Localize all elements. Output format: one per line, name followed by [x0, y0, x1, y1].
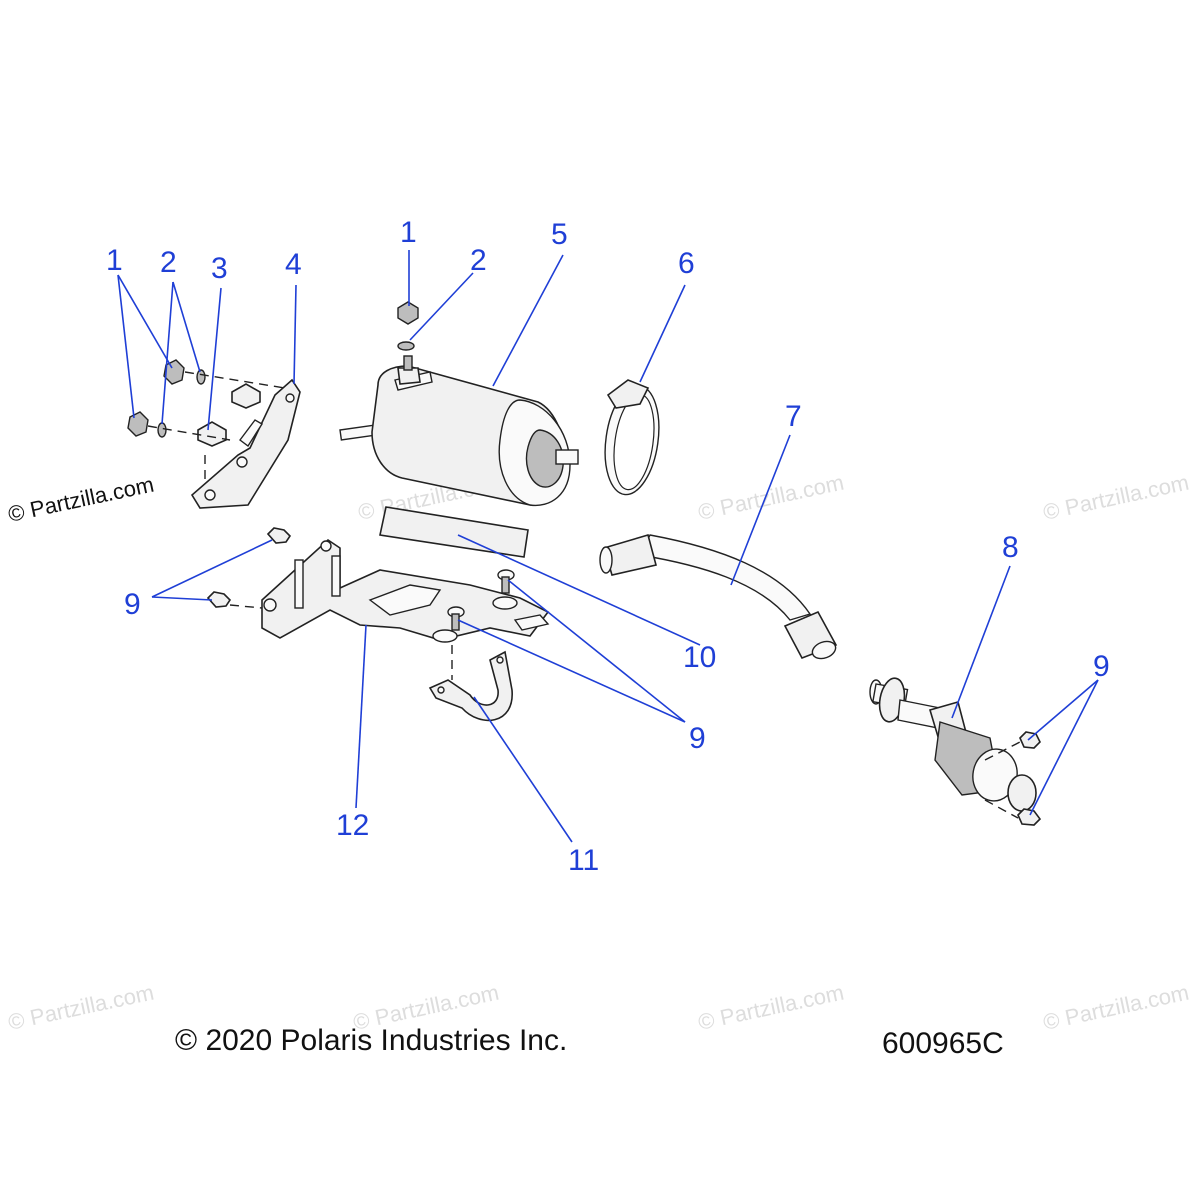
leader-lines: [117, 250, 1099, 843]
main-bracket-12: [261, 538, 550, 643]
hose-clamp-6: [604, 379, 660, 496]
bolt-9-drive-a: [1019, 731, 1041, 749]
callout-2: 2: [470, 244, 487, 277]
watermark: © Partzilla.com: [696, 980, 846, 1035]
callout-1: 1: [400, 216, 417, 249]
strap-11: [428, 650, 513, 722]
washer-2-lower: [157, 422, 167, 438]
callout-10: 10: [683, 641, 716, 674]
partzilla-watermark: © Partzilla.com: [6, 472, 156, 527]
washer-2-upper: [196, 369, 206, 385]
callout-3: 3: [211, 252, 228, 285]
callout-9: 9: [1093, 650, 1110, 683]
bolt-9-lower-left: [206, 591, 232, 608]
callout-9: 9: [124, 588, 141, 621]
flange-nut-3: [197, 383, 261, 447]
diagram-id: 600965C: [882, 1027, 1004, 1060]
watermark: © Partzilla.com: [6, 980, 156, 1035]
mount-bracket-4: [190, 378, 301, 509]
nut-1-top: [397, 301, 419, 325]
callout-1: 1: [106, 244, 123, 277]
nut-1-lower-left: [127, 411, 149, 437]
callout-7: 7: [785, 400, 802, 433]
callout-9: 9: [689, 722, 706, 755]
callout-2: 2: [160, 246, 177, 279]
watermark: © Partzilla.com: [1041, 980, 1191, 1035]
callout-8: 8: [1002, 531, 1019, 564]
copyright-text: © 2020 Polaris Industries Inc.: [175, 1024, 567, 1057]
bolt-9-upper-left: [266, 527, 292, 544]
callout-4: 4: [285, 248, 302, 281]
nut-1-upper-left: [163, 359, 185, 385]
pad-10: [379, 506, 529, 558]
washer-2-top: [397, 341, 415, 351]
callout-12: 12: [336, 809, 369, 842]
bolt-9-drive-b: [1017, 808, 1042, 826]
sleeve-7: [599, 533, 838, 660]
starter-motor-5: [339, 355, 579, 507]
callout-11: 11: [568, 844, 599, 877]
callout-labels: 1 2 3 4 1 2 5 6 7 8 9 10 9 9 12 11: [106, 216, 1110, 877]
starter-drive-8: [869, 677, 1037, 812]
watermark: © Partzilla.com: [1041, 470, 1191, 525]
watermark: © Partzilla.com: [696, 470, 846, 525]
callout-5: 5: [551, 218, 568, 251]
bolt-9-bracket-b: [497, 569, 515, 594]
bolt-9-bracket-a: [447, 606, 465, 631]
callout-6: 6: [678, 247, 695, 280]
